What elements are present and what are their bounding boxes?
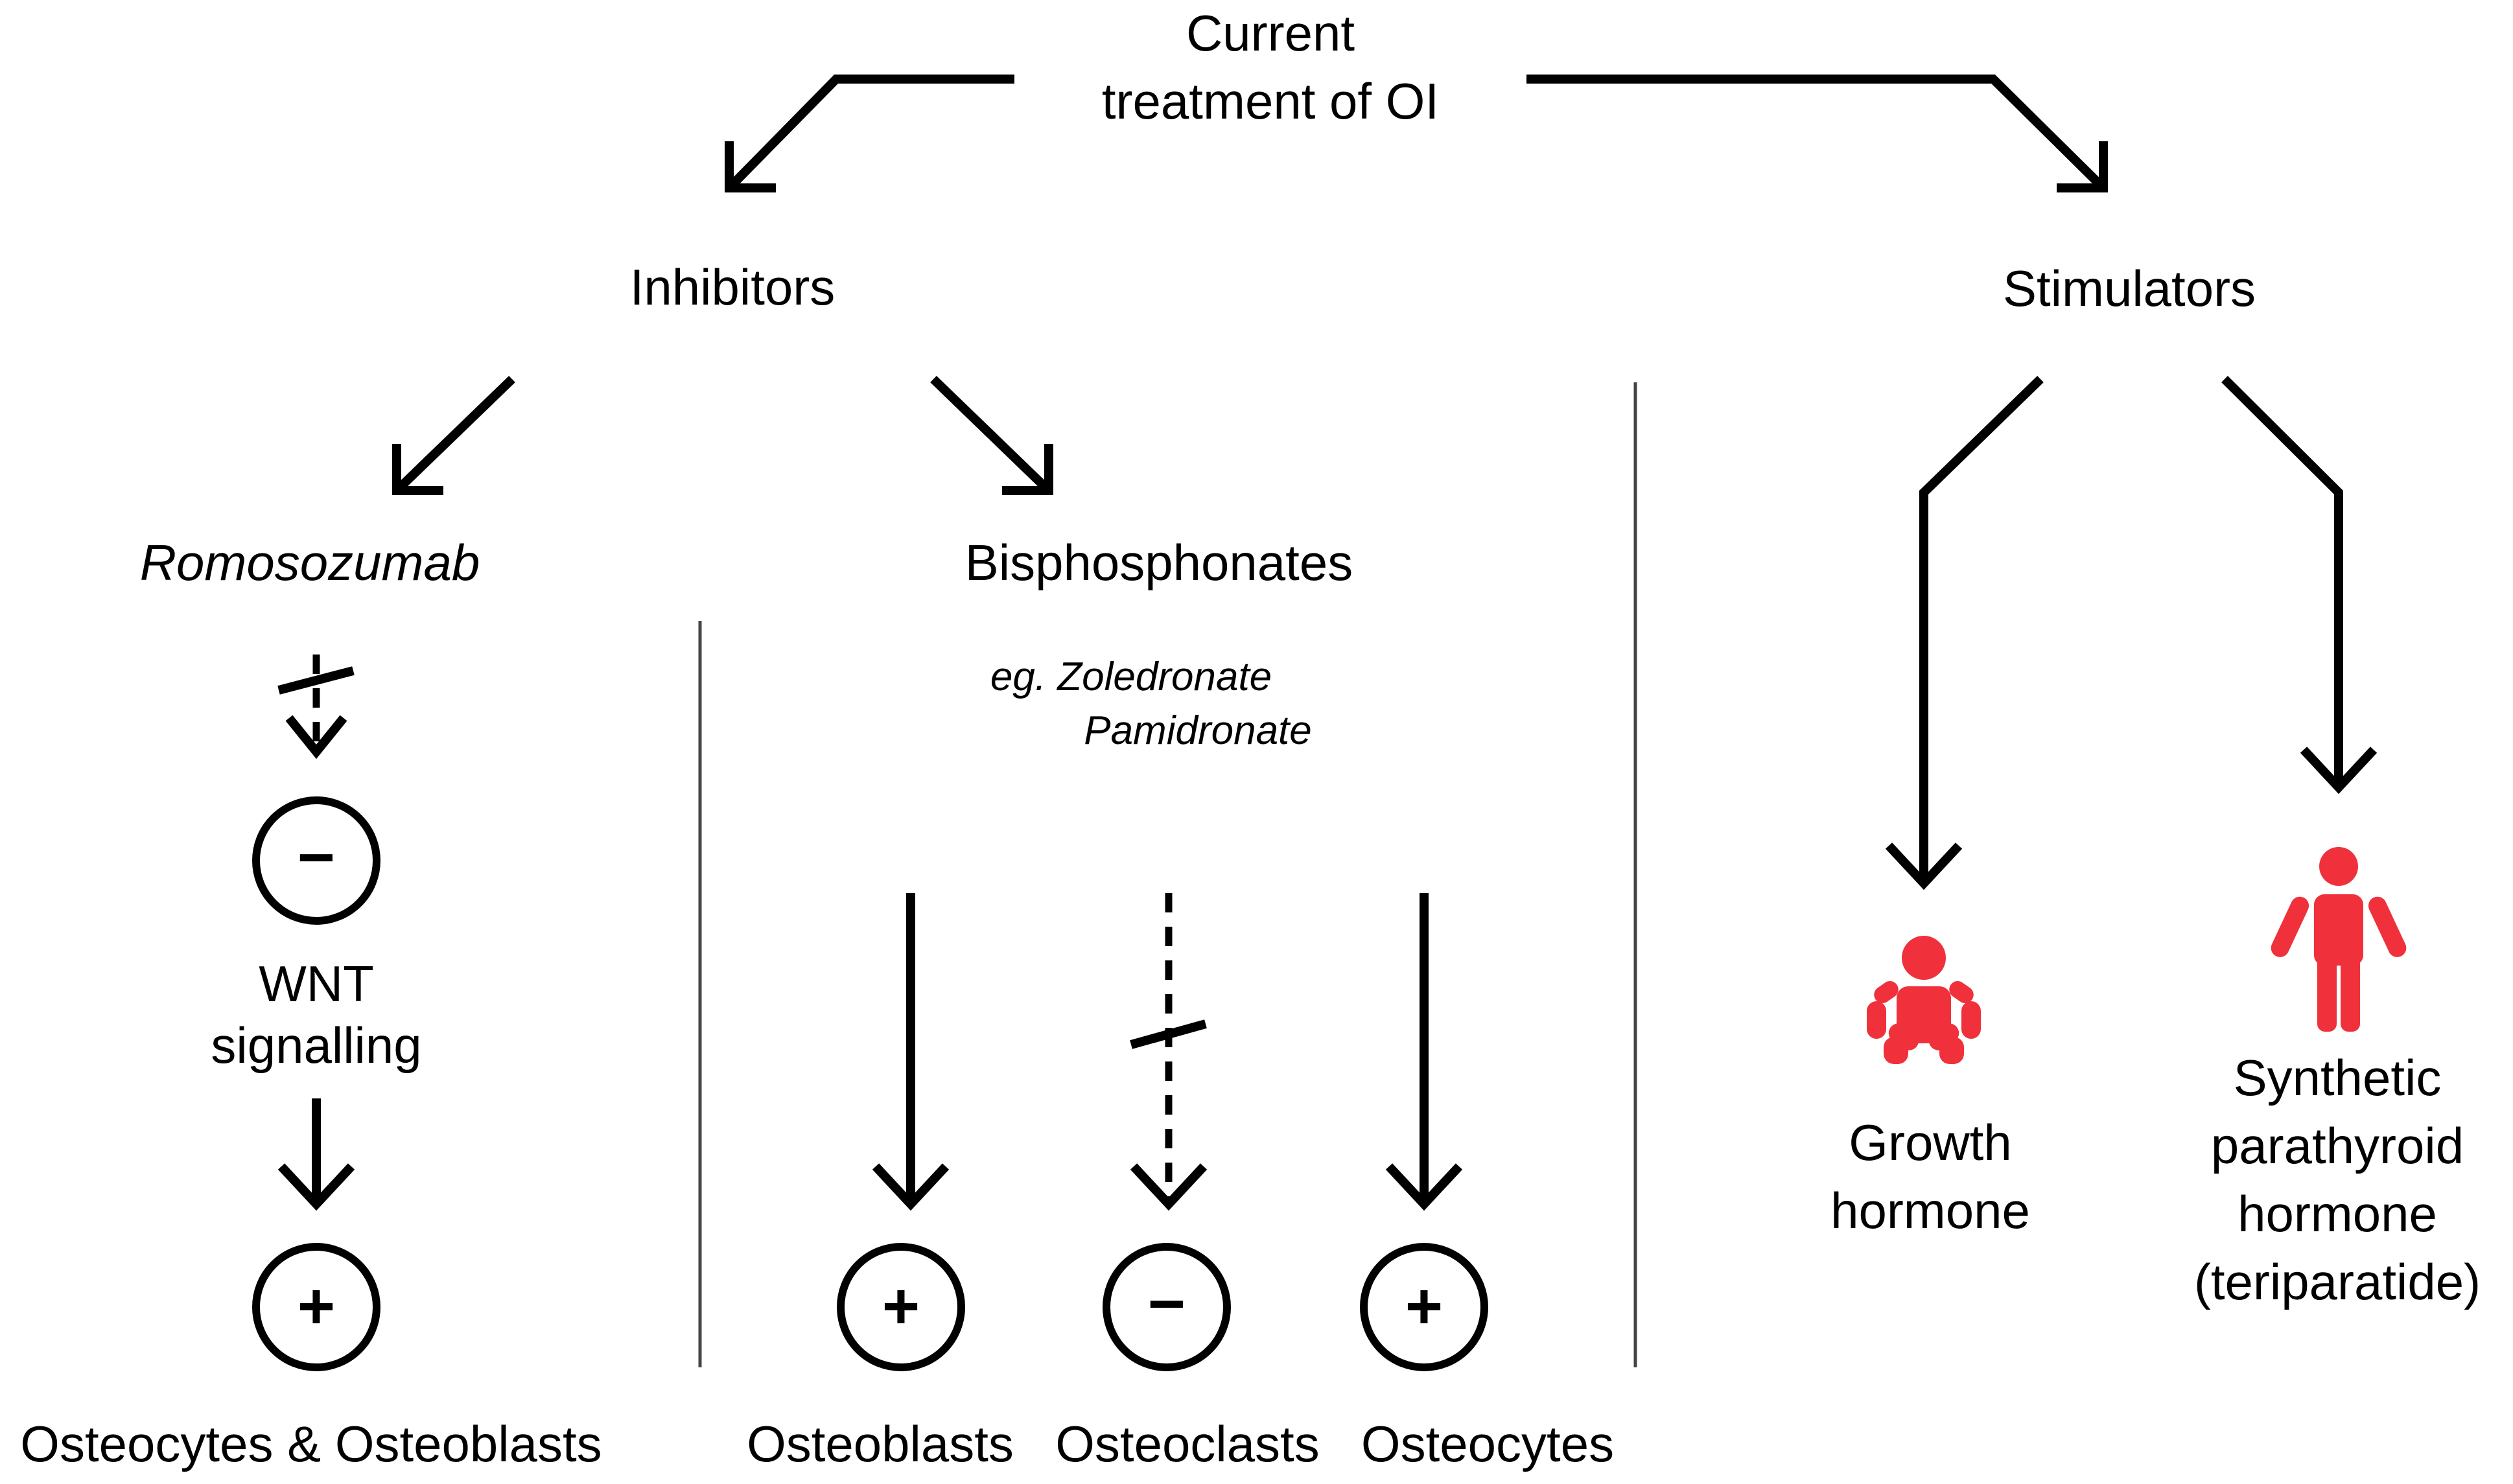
- title-line2: treatment of OI: [1102, 73, 1439, 130]
- osteoclasts-label: Osteoclasts: [1055, 1415, 1319, 1472]
- romosozumab-minus-sign: −: [298, 821, 335, 894]
- osteoclasts-minus-sign: −: [1148, 1268, 1186, 1340]
- arrow-wnt-to-osteocytes-osteoblasts: [277, 1098, 355, 1211]
- teriparatide-line3: hormone: [2238, 1185, 2437, 1242]
- arrow-title-to-stimulators: [1526, 75, 2108, 192]
- osteoblasts-label: Osteoblasts: [747, 1415, 1014, 1472]
- arrow-inhibitors-to-bisphosphonates: [930, 375, 1053, 495]
- bisphosphonates-example-1: eg. Zoledronate: [990, 655, 1272, 699]
- bisphosphonates-example-2: Pamidronate: [1084, 708, 1312, 753]
- romosozumab-inhibit-symbol: −: [252, 796, 380, 925]
- teriparatide-line2: parathyroid: [2211, 1117, 2464, 1174]
- arrow-stimulators-to-teriparatide: [2221, 376, 2378, 794]
- inhibitors-label: Inhibitors: [630, 259, 836, 316]
- romosozumab-stimulate-symbol: +: [252, 1243, 380, 1371]
- osteocytes-stimulate-symbol: +: [1360, 1243, 1488, 1371]
- romosozumab-blocked-arrow: [277, 655, 355, 759]
- teriparatide-line4: (teriparatide): [2194, 1253, 2481, 1310]
- romosozumab-target-label: Osteocytes & Osteoblasts: [20, 1415, 602, 1472]
- osteocytes-label: Osteocytes: [1361, 1415, 1614, 1472]
- title-line1: Current: [1186, 5, 1355, 62]
- arrow-bisphosphonates-to-osteoclasts-blocked: [1130, 893, 1208, 1211]
- arrow-bisphosphonates-to-osteocytes: [1385, 893, 1463, 1211]
- romosozumab-plus-sign: +: [298, 1270, 335, 1343]
- arrow-stimulators-to-growth-hormone: [1885, 375, 2044, 890]
- osteoclasts-inhibit-symbol: −: [1103, 1243, 1231, 1371]
- wnt-label-line2: signalling: [211, 1017, 421, 1074]
- osteocytes-plus-sign: +: [1405, 1270, 1443, 1343]
- osteoblasts-plus-sign: +: [882, 1270, 920, 1343]
- growth-hormone-line2: hormone: [1830, 1182, 2030, 1239]
- bisphosphonates-label: Bisphosphonates: [965, 534, 1353, 591]
- growth-hormone-line1: Growth: [1849, 1114, 2011, 1171]
- arrow-title-to-inhibitors: [725, 75, 1014, 192]
- child-icon: [2271, 847, 2407, 1032]
- teriparatide-line1: Synthetic: [2234, 1049, 2442, 1106]
- romosozumab-label: Romosozumab: [140, 534, 480, 591]
- stimulators-label: Stimulators: [2003, 260, 2256, 317]
- arrow-bisphosphonates-to-osteoblasts: [872, 893, 950, 1211]
- baby-icon: [1867, 936, 1981, 1064]
- wnt-label-line1: WNT: [259, 955, 374, 1012]
- osteoblasts-stimulate-symbol: +: [837, 1243, 965, 1371]
- arrow-inhibitors-to-romosozumab: [392, 375, 515, 495]
